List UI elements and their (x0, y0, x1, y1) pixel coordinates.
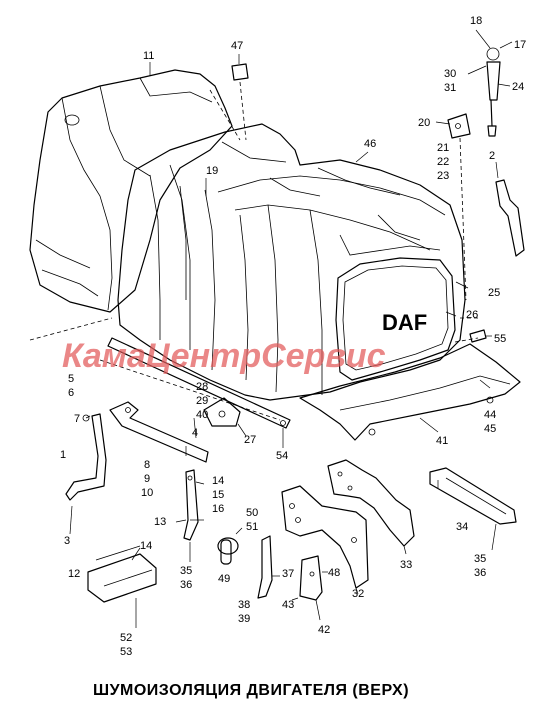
part-34-bracket (429, 467, 517, 551)
callout-37: 37 (282, 568, 294, 580)
watermark: КамаЦентрСервис (62, 337, 386, 375)
callout-42: 42 (318, 624, 330, 636)
callout-33: 33 (400, 559, 412, 571)
callout-11: 11 (143, 50, 154, 62)
leader-25 (455, 281, 469, 289)
callout-39: 39 (238, 613, 250, 625)
callout-7: 7 (74, 413, 80, 425)
callout-6: 6 (68, 387, 74, 399)
diagram-title: ШУМОИЗОЛЯЦИЯ ДВИГАТЕЛЯ (ВЕРХ) (93, 682, 409, 699)
callout-26: 26 (466, 309, 478, 321)
callout-8: 8 (144, 459, 150, 471)
callout-9: 9 (144, 473, 150, 485)
leader-7 (85, 415, 91, 419)
callout-34: 34 (456, 521, 468, 533)
callout-22: 22 (437, 156, 449, 168)
part-24-gas-strut (467, 29, 513, 137)
callout-4: 4 (192, 427, 198, 439)
callout-1: 1 (60, 449, 66, 461)
callout-51: 51 (246, 521, 258, 533)
callout-36b: 36 (474, 567, 486, 579)
callout-35b: 35 (474, 553, 486, 565)
callout-36a: 36 (180, 579, 192, 591)
callout-43: 43 (282, 599, 294, 611)
callout-30: 30 (444, 68, 456, 80)
callout-25: 25 (488, 287, 500, 299)
part-1-bracket (65, 413, 107, 535)
part-48-bracket (291, 555, 328, 621)
leader-46 (355, 151, 369, 163)
callout-3: 3 (64, 535, 70, 547)
callout-17: 17 (514, 39, 526, 51)
part-47-clip (231, 54, 249, 141)
callout-46: 46 (364, 138, 376, 150)
leader-26 (445, 311, 457, 317)
callout-15: 15 (212, 489, 224, 501)
part-41-floor-plate (299, 317, 521, 441)
callout-27: 27 (244, 434, 256, 446)
callout-21: 21 (437, 142, 449, 154)
callout-19: 19 (206, 165, 218, 177)
callout-16: 16 (212, 503, 224, 515)
callout-48: 48 (328, 567, 340, 579)
part-2-bracket (495, 161, 525, 257)
daf-logo: DAF (382, 310, 427, 335)
part-20-bracket (435, 113, 471, 301)
callout-28: 28 (196, 381, 208, 393)
callout-53: 53 (120, 646, 132, 658)
leader-44 (479, 379, 491, 389)
ref-line-a (29, 317, 113, 341)
part-8-bracket (109, 401, 209, 463)
callout-55: 55 (494, 333, 506, 345)
part-12-bracket (87, 545, 157, 628)
callout-35a: 35 (180, 565, 192, 577)
callout-47: 47 (231, 40, 243, 52)
daf-panel: DAF (335, 257, 456, 381)
callout-24: 24 (512, 81, 524, 93)
callout-54: 54 (276, 450, 288, 462)
callout-44: 44 (484, 409, 496, 421)
callout-40: 40 (196, 409, 208, 421)
leader-14a (195, 481, 205, 485)
callout-2: 2 (489, 150, 495, 162)
callout-18: 18 (470, 15, 482, 27)
callout-49: 49 (218, 573, 230, 585)
leader-4 (193, 417, 197, 439)
callout-12: 12 (68, 568, 80, 580)
callout-14b: 14 (140, 540, 152, 552)
callout-32: 32 (352, 588, 364, 600)
callout-31: 31 (444, 82, 456, 94)
part-13-bracket (175, 469, 199, 562)
callout-45: 45 (484, 423, 496, 435)
part-33-plate (327, 459, 415, 555)
callout-50: 50 (246, 507, 258, 519)
ref-line-c (209, 89, 241, 141)
part-54-strip (107, 337, 291, 448)
callout-41: 41 (436, 435, 448, 447)
part-49-knob (217, 527, 243, 565)
part-11-rear-cover (29, 69, 233, 313)
callout-13: 13 (154, 516, 166, 528)
callout-14a: 14 (212, 475, 224, 487)
callout-5: 5 (68, 373, 74, 385)
callout-52: 52 (120, 632, 132, 644)
ref-line-b (99, 359, 281, 421)
part-40-bracket (203, 397, 247, 437)
leader-41 (419, 417, 439, 433)
main-cover-body (117, 123, 466, 401)
part-37-bracket (257, 535, 280, 599)
callout-23: 23 (437, 170, 449, 182)
part-55-clip (469, 329, 492, 343)
callout-29: 29 (196, 395, 208, 407)
callout-20: 20 (418, 117, 430, 129)
callout-10: 10 (141, 487, 153, 499)
part-32-plate (281, 485, 369, 595)
callout-38: 38 (238, 599, 250, 611)
